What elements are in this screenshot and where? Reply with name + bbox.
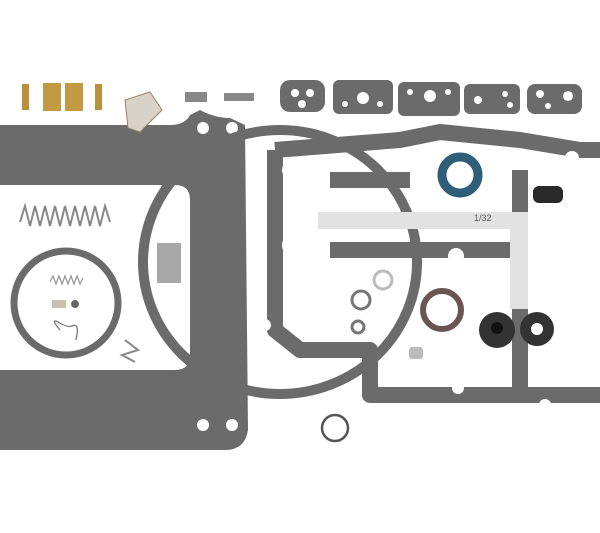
small-ring-gasket bbox=[10, 247, 122, 359]
ruler-label: 1/32 bbox=[474, 213, 492, 223]
base-gasket bbox=[0, 110, 248, 450]
ruler bbox=[318, 212, 528, 309]
float-block bbox=[157, 243, 181, 283]
brass-parts bbox=[22, 83, 163, 133]
large-ring-gasket bbox=[138, 125, 422, 399]
retaining-ring bbox=[320, 413, 350, 443]
small-gaskets bbox=[280, 80, 582, 116]
rubber-cap bbox=[533, 186, 563, 203]
spring bbox=[19, 202, 111, 227]
air-horn-gasket bbox=[267, 124, 600, 403]
blue-seal bbox=[437, 152, 483, 198]
